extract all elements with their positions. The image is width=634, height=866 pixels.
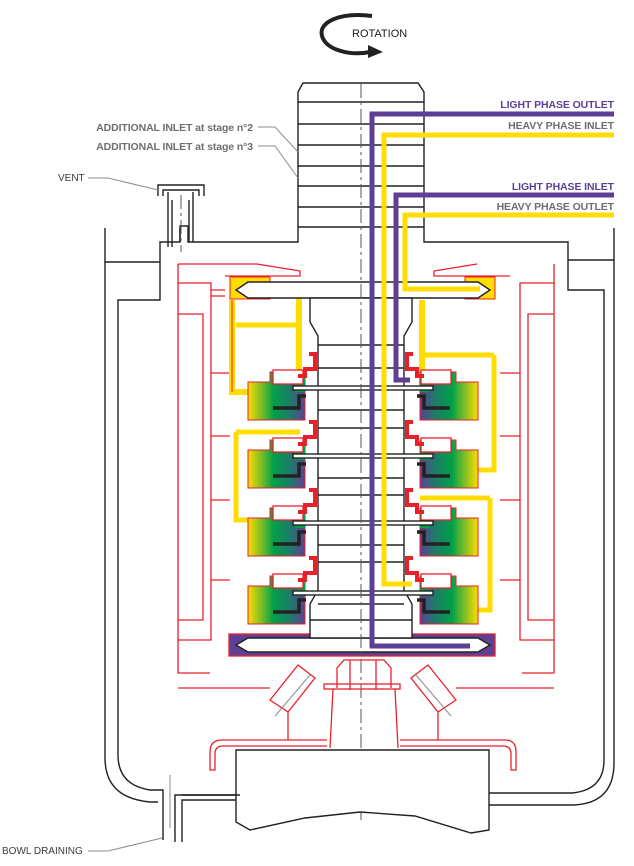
light-phase-outlet-label: LIGHT PHASE OUTLET <box>500 99 614 111</box>
stage-left-red-seal <box>298 488 317 514</box>
stage-right-red-seal <box>405 556 424 582</box>
stage-left-red-seal <box>298 556 317 582</box>
stage-right-gasket <box>417 530 450 546</box>
rotation-label: ROTATION <box>352 28 407 40</box>
additional-inlet-stage3-label: ADDITIONAL INLET at stage n°3 <box>96 141 253 153</box>
bowl-draining-label: BOWL DRAINING <box>2 846 83 857</box>
rotation-arrowhead-icon <box>368 45 383 58</box>
stage-right-gasket <box>417 462 450 478</box>
stage-right-housing <box>420 573 452 589</box>
top-distributor-disk <box>234 281 492 299</box>
light-phase-outlet-line <box>369 111 614 649</box>
vent-label: VENT <box>58 173 85 184</box>
heavy-phase-inlet-label: HEAVY PHASE INLET <box>508 120 615 132</box>
stage-right-housing <box>420 369 452 385</box>
bowl-frame <box>177 263 555 674</box>
additional-inlet-stage2-label: ADDITIONAL INLET at stage n°2 <box>96 122 253 134</box>
stage-right-gasket <box>417 598 450 614</box>
rotation-arrow-icon <box>319 13 373 56</box>
heavy-phase-inlet-line <box>381 132 614 587</box>
disc-plates <box>292 385 434 596</box>
vent-pipe <box>157 184 205 252</box>
heavy-phase-outlet-line <box>402 212 614 292</box>
heavy-phase-outlet-label: HEAVY PHASE OUTLET <box>497 201 615 213</box>
light-phase-inlet-line <box>393 192 614 383</box>
stage-right-housing <box>420 437 452 453</box>
stage-left-gasket <box>273 530 306 546</box>
stage-left-gasket <box>273 462 306 478</box>
stage-right-housing <box>420 505 452 521</box>
rotation-indicator: ROTATION <box>319 13 407 58</box>
stage-left-red-seal <box>298 420 317 446</box>
feed-lines <box>369 111 614 649</box>
drive-assembly <box>178 659 554 834</box>
light-phase-inlet-label: LIGHT PHASE INLET <box>512 181 615 193</box>
stage-right-red-seal <box>405 352 424 378</box>
stage-right-gasket <box>417 394 450 410</box>
stage-left-gasket <box>273 598 306 614</box>
stage-right-red-seal <box>405 420 424 446</box>
bottom-light-phase-chamber <box>228 633 496 657</box>
leader-lines <box>88 126 299 852</box>
stage-right-red-seal <box>405 488 424 514</box>
stage-left-red-seal <box>298 352 317 378</box>
stage-left-gasket <box>273 394 306 410</box>
labels: ADDITIONAL INLET at stage n°2 ADDITIONAL… <box>2 99 615 857</box>
